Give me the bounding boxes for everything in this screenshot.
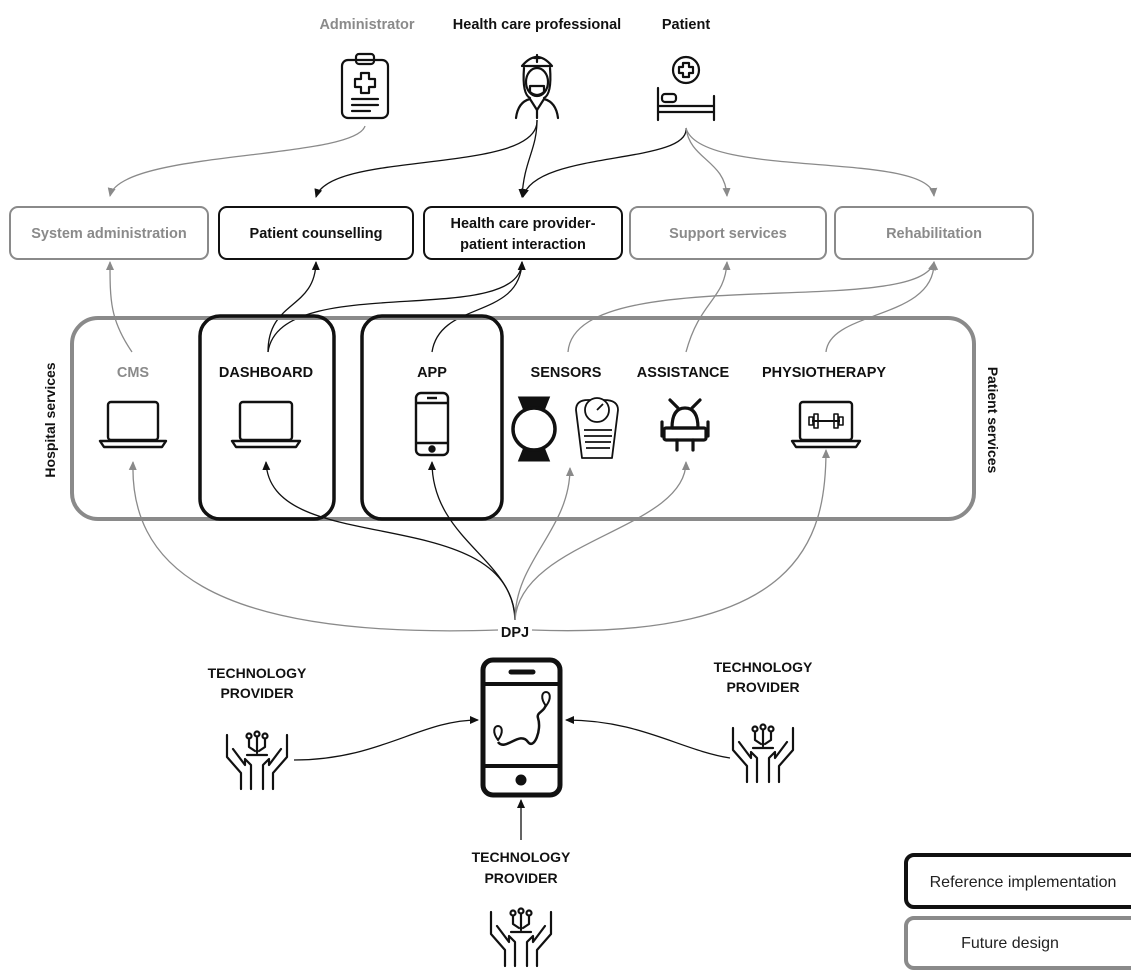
arrow-dpj-to-dashboard <box>262 461 516 621</box>
hands-circuit-icon <box>731 723 795 784</box>
laptop-icon <box>98 400 168 449</box>
provider-left-line2: PROVIDER <box>220 685 293 701</box>
arrow-assistance-to-support <box>685 261 731 353</box>
service-rehabilitation: Rehabilitation <box>886 226 982 242</box>
service-system-administration-box <box>9 206 209 260</box>
provider-left-line1: TECHNOLOGY <box>208 665 307 681</box>
arrow-patient-to-support <box>685 127 731 197</box>
service-hcp-interaction-line2: patient interaction <box>460 237 586 253</box>
arrow-dpj-to-sensors <box>514 467 574 621</box>
provider-right-line2: PROVIDER <box>726 679 799 695</box>
arrow-admin-to-sysadmin <box>107 125 366 197</box>
legend-reference-label: Reference implementation <box>930 874 1117 891</box>
arrow-cms-to-sysadmin <box>106 261 133 353</box>
legend-reference-box <box>904 853 1131 909</box>
arrow-dashboard-to-interaction <box>267 261 526 353</box>
clipboard-icon <box>340 52 390 120</box>
robot-icon <box>660 398 710 452</box>
arrow-app-to-interaction <box>431 261 526 353</box>
service-support-services: Support services <box>669 226 787 242</box>
provider-right-line1: TECHNOLOGY <box>714 659 813 675</box>
services-container <box>70 316 976 521</box>
arrow-dpj-to-physio <box>531 449 830 632</box>
scale-icon <box>575 397 619 459</box>
service-hcp-interaction-line1: Health care provider- <box>450 216 595 232</box>
arrow-dpj-to-assistance <box>514 461 690 621</box>
service-system-administration: System administration <box>31 226 187 242</box>
arrow-sensors-to-rehab <box>567 261 936 353</box>
role-health-care-professional: Health care professional <box>453 17 621 33</box>
hospital-services-label: Hospital services <box>42 362 58 477</box>
laptop-icon <box>230 400 302 449</box>
nurse-icon <box>514 53 560 120</box>
hospital-bed-icon <box>656 55 716 122</box>
service-hcp-interaction-box <box>423 206 623 260</box>
legend-future-box <box>904 916 1131 970</box>
legend-future-label: Future design <box>961 935 1059 952</box>
component-physiotherapy: PHYSIOTHERAPY <box>762 365 886 381</box>
arrow-right-provider-to-phone <box>565 716 731 759</box>
service-patient-counselling: Patient counselling <box>250 226 383 242</box>
smartphone-icon <box>414 391 450 457</box>
arrow-patient-to-rehab <box>685 127 938 197</box>
hub-dpj: DPJ <box>501 625 529 641</box>
service-rehabilitation-box <box>834 206 1034 260</box>
arrow-physio-to-rehab <box>825 261 939 353</box>
arrow-left-provider-to-phone <box>293 716 479 761</box>
arrow-dpj-to-cms <box>128 461 499 632</box>
role-administrator: Administrator <box>319 17 414 33</box>
arrow-hcp-to-interaction <box>518 119 538 198</box>
provider-bottom-line2: PROVIDER <box>484 870 557 886</box>
app-highlight <box>360 314 504 521</box>
service-support-services-box <box>629 206 827 260</box>
arrow-hcp-to-counselling <box>314 119 538 198</box>
provider-bottom-line1: TECHNOLOGY <box>472 849 571 865</box>
laptop-dumbbell-icon <box>790 400 862 449</box>
role-patient: Patient <box>662 17 711 33</box>
arrow-dpj-to-app <box>428 461 516 621</box>
smartwatch-icon <box>511 396 557 462</box>
component-sensors: SENSORS <box>531 365 602 381</box>
service-patient-counselling-box <box>218 206 414 260</box>
hands-circuit-icon <box>489 907 553 968</box>
arrow-patient-to-interaction <box>521 127 687 198</box>
arrow-dashboard-to-counselling <box>267 261 320 353</box>
component-assistance: ASSISTANCE <box>637 365 730 381</box>
dashboard-highlight <box>198 314 336 521</box>
hands-circuit-icon <box>225 730 289 791</box>
patient-services-label: Patient services <box>985 367 1001 474</box>
component-dashboard: DASHBOARD <box>219 365 313 381</box>
component-app: APP <box>417 365 447 381</box>
route-phone-icon <box>480 657 563 798</box>
component-cms: CMS <box>117 365 150 381</box>
